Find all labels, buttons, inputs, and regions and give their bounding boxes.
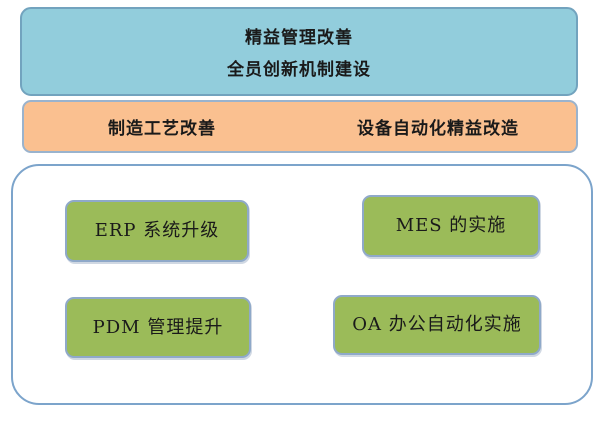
header-line-innovation-mechanism: 全员创新机制建设 bbox=[227, 60, 371, 79]
node-mes-label: MES 的实施 bbox=[395, 215, 507, 236]
band-label-equipment-automation: 设备自动化精益改造 bbox=[357, 119, 519, 138]
node-pdm-label: PDM 管理提升 bbox=[92, 316, 224, 338]
node-oa-office-automation: OA 办公自动化实施 bbox=[333, 295, 541, 355]
node-oa-label: OA 办公自动化实施 bbox=[352, 314, 522, 335]
band-label-manufacturing-process: 制造工艺改善 bbox=[108, 119, 216, 138]
header-line-lean-management: 精益管理改善 bbox=[245, 28, 353, 47]
process-improvement-band: 制造工艺改善 设备自动化精益改造 bbox=[22, 100, 578, 153]
node-erp-upgrade: ERP 系统升级 bbox=[65, 200, 249, 262]
node-mes-implementation: MES 的实施 bbox=[362, 195, 540, 257]
node-pdm-management: PDM 管理提升 bbox=[65, 297, 251, 358]
lean-management-header-box: 精益管理改善 全员创新机制建设 bbox=[20, 7, 578, 96]
node-erp-label: ERP 系统升级 bbox=[94, 220, 220, 241]
